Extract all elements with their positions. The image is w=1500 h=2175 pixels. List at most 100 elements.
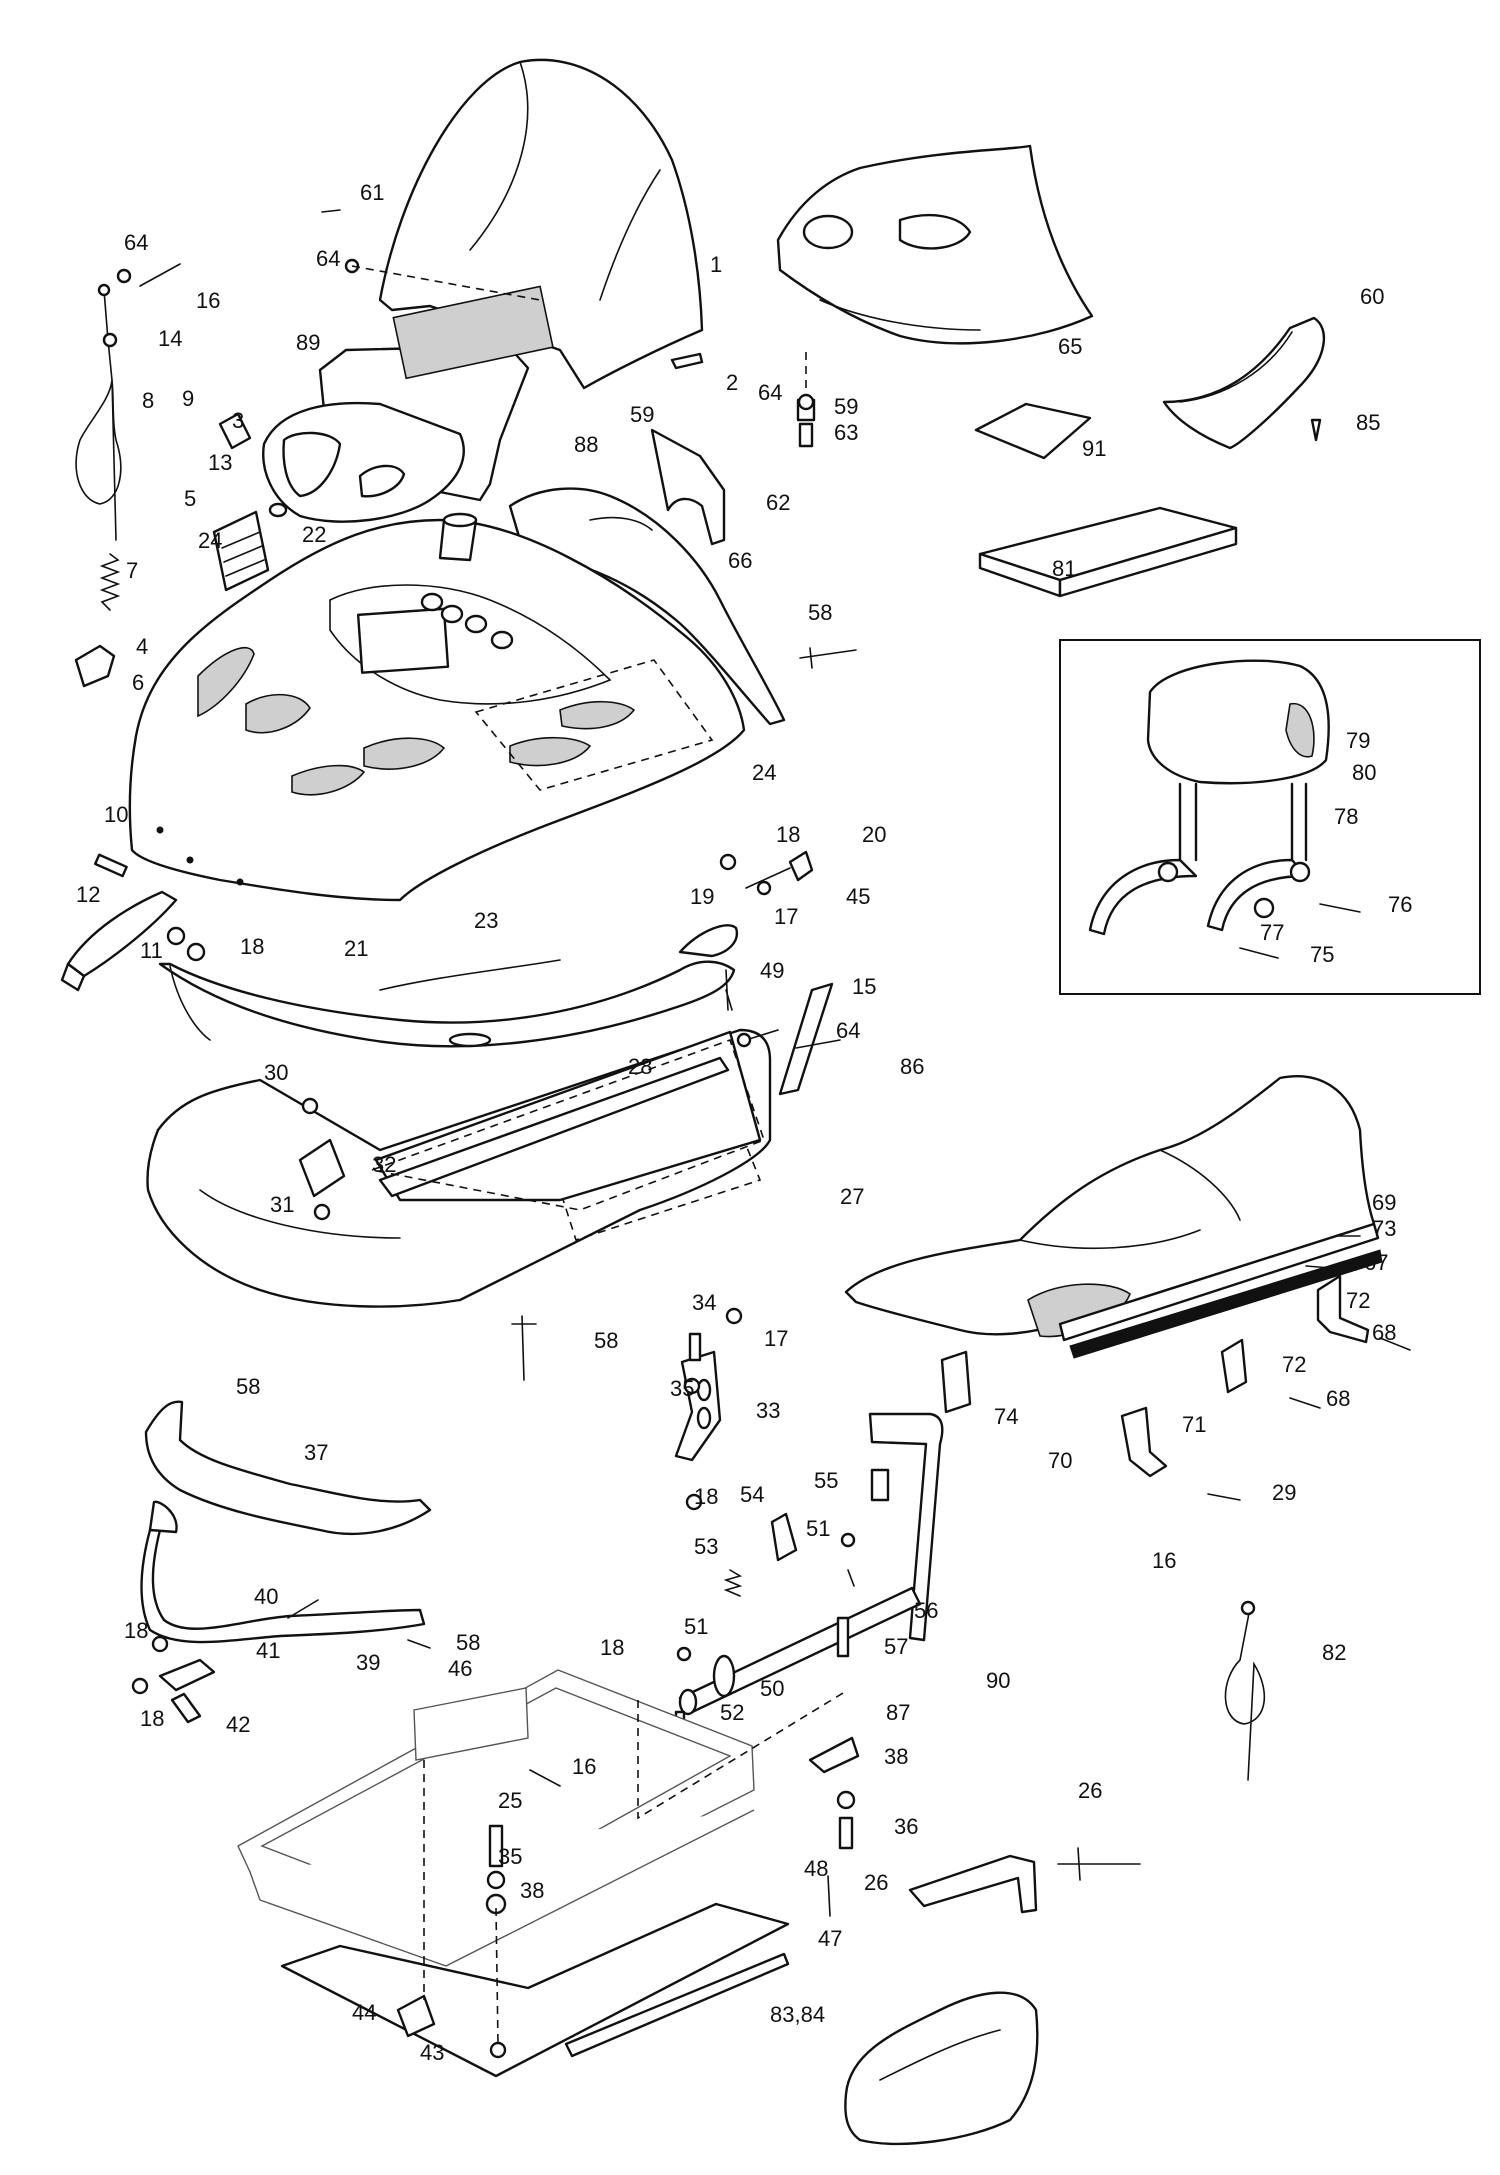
clip-9-part [218,412,252,450]
bracket-62-part [650,428,726,546]
callout-62-78: 62 [766,490,790,515]
foam-pad-part [978,506,1238,598]
bracket-72-upper-part [1316,1274,1370,1344]
callout-27-36: 27 [840,1184,864,1209]
callout-6-5: 6 [132,670,144,695]
callout-17-18: 17 [774,904,798,929]
bolt-57-part [836,1616,850,1658]
callout-11-10: 11 [140,938,163,963]
callout-26-34: 26 [1078,1778,1102,1803]
washer-64-top-left-part [116,268,132,284]
rivet-40-part [287,1599,319,1619]
callout-35-45: 35 [498,1844,522,1869]
rivet-16-bin-part [529,1769,561,1787]
bumper-tube-end-part [148,1500,178,1534]
callout-77-98: 77 [1260,920,1284,945]
callout-85-105: 85 [1356,410,1380,435]
liner-part [369,1038,766,1211]
callout-16-17: 16 [572,1754,596,1779]
tether-82-clip-part [1240,1600,1256,1616]
callout-64-81: 64 [316,246,340,271]
upper-body-part [158,959,736,1048]
callout-35-44: 35 [670,1376,694,1401]
bracket-32-part [298,1138,346,1198]
storage-bin-part [237,1669,755,1967]
rail-part [564,1952,790,2058]
rivet-26-b-part [827,1875,831,1917]
bracket-72-lower-part [1220,1338,1248,1394]
rivet-26-a-part [1057,1847,1141,1881]
dash-line-center [495,1907,499,2045]
callout-24-32: 24 [752,760,776,785]
callout-5-4: 5 [184,486,196,511]
callout-50-61: 50 [760,1676,784,1701]
seat-part [844,1075,1383,1359]
callout-69-89: 69 [1372,1190,1396,1215]
callout-32-41: 32 [372,1152,396,1177]
callout-37-47: 37 [304,1440,328,1465]
callout-68-88: 68 [1326,1386,1350,1411]
rivet-68-part [1289,1337,1411,1409]
callout-25-33: 25 [498,1788,522,1813]
callout-36-46: 36 [894,1814,918,1839]
callout-12-11: 12 [76,882,100,907]
callout-90-110: 90 [986,1668,1010,1693]
callout-48-59: 48 [804,1856,828,1881]
callout-49-60: 49 [760,958,784,983]
callout-76-97: 76 [1388,892,1412,917]
callout-58-72: 58 [236,1374,260,1399]
callout-89-109: 89 [296,330,320,355]
callout-55-67: 55 [814,1468,838,1493]
rivet-86-part [795,1039,841,1049]
bolt-36-part [838,1816,854,1850]
callout-4-3: 4 [136,634,148,659]
callout-64-80: 64 [124,230,148,255]
callout-57-69: 57 [884,1634,908,1659]
sticker-part [974,402,1092,460]
rivet-49-part [725,969,729,1011]
bumper-part [1162,316,1326,450]
callout-10-9: 10 [104,802,128,827]
callout-87-107: 87 [886,1700,910,1725]
callout-71-91: 71 [1182,1412,1206,1437]
bolt-30-part [301,1097,319,1115]
callout-18-22: 18 [694,1484,718,1509]
hood-part [128,512,746,902]
bracket-74-part [940,1350,972,1414]
callout-2-1: 2 [726,370,738,395]
screw-85-part [1310,418,1322,442]
bracket-71-part [1120,1406,1168,1478]
callout-22-29: 22 [302,522,326,547]
bolt-25-part [488,1824,504,1868]
callout-82-103: 82 [1322,1640,1346,1665]
callout-38-49: 38 [520,1878,544,1903]
handle-part [678,1412,944,1716]
callout-78-99: 78 [1334,804,1358,829]
callout-51-63: 51 [684,1614,708,1639]
nut-51-b-part [676,1646,692,1662]
inset-frame [1059,639,1481,995]
callout-63-79: 63 [834,420,858,445]
callout-88-108: 88 [574,432,598,457]
strap-part [60,853,206,992]
side-panel-part [508,487,786,726]
grommet-13-part [268,502,288,518]
screw-61-part [321,209,341,213]
callout-18-21: 18 [240,934,264,959]
bracket-54-part [770,1512,798,1562]
callout-60-76: 60 [1360,284,1384,309]
bolt-63-part [798,422,814,448]
callout-8-7: 8 [142,388,154,413]
callout-58-70: 58 [808,600,832,625]
callout-28-37: 28 [628,1054,652,1079]
callout-41-52: 41 [256,1638,280,1663]
rivet-58-lower-part [407,1639,431,1649]
callout-18-25: 18 [600,1635,624,1660]
callout-26-35: 26 [864,1870,888,1895]
trim-rail-part [678,924,739,958]
callout-16-15: 16 [196,288,220,313]
bolt-42-part [170,1692,202,1724]
callout-65-84: 65 [1058,334,1082,359]
callout-72-93: 72 [1282,1352,1306,1377]
callout-91-111: 91 [1082,436,1106,461]
